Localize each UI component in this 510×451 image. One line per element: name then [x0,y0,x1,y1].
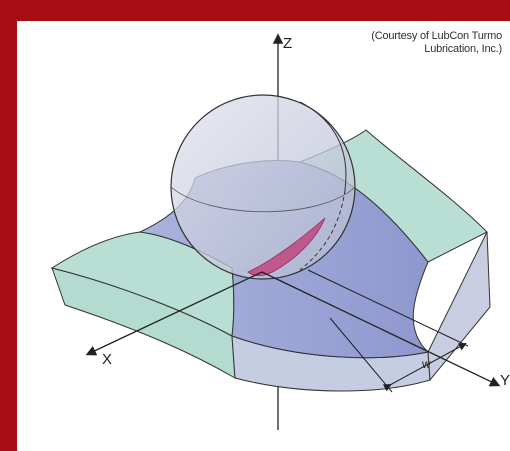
z-axis-label: Z [283,35,292,52]
dimension-extension-line-2 [329,317,393,393]
ball-meridian-dashed [299,189,346,271]
ball-meridian-solid [299,101,347,191]
dimension-w-label: w [421,357,431,371]
dimension-extension-line-1 [307,269,469,347]
credit-line-1: (Courtesy of LubCon Turmo [371,30,502,42]
image-credit: (Courtesy of LubCon Turmo Lubrication, I… [322,30,502,56]
ball-equator [170,186,356,213]
dimension-w-line [382,343,467,392]
frame-top-border [0,0,510,21]
y-axis-label: Y [500,372,510,389]
frame-left-border [0,0,17,451]
x-axis-line [85,271,263,356]
x-axis-label: X [102,351,112,368]
contact-patch [247,217,326,276]
credit-line-2: Lubrication, Inc.) [424,43,502,55]
